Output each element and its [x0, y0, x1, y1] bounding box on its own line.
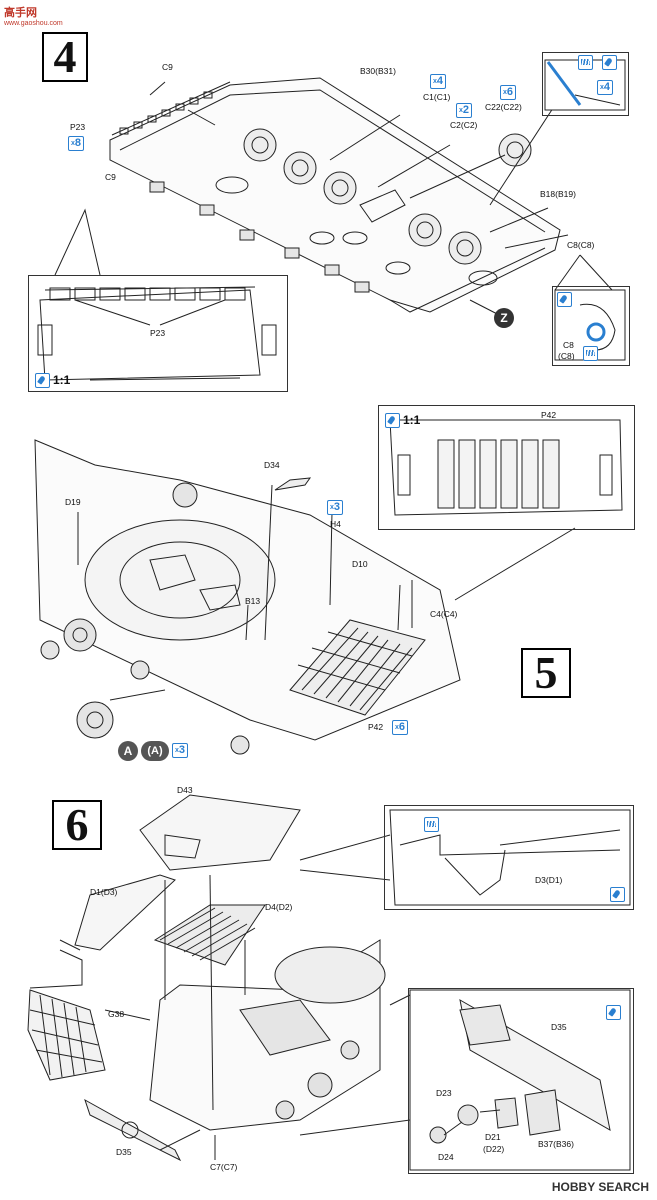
- part-label-d43: D43: [177, 785, 193, 795]
- part-label-g38: G38: [108, 1009, 125, 1019]
- site-watermark: 高手网 www.gaoshou.com: [4, 4, 63, 27]
- d3-detail-frame: [384, 805, 634, 910]
- part-label-p42: P42: [368, 722, 384, 732]
- part-label-d21: D21: [485, 1132, 501, 1142]
- qty-h4: x3: [327, 500, 344, 515]
- site-url: www.gaoshou.com: [4, 20, 63, 27]
- detail-scale-step4: 1:1: [53, 373, 71, 387]
- hull-rear-top-drawing: [34, 439, 461, 755]
- part-label-d35: D35: [116, 1147, 132, 1157]
- paint-icon: [35, 373, 50, 388]
- part-label-d35-detail: D35: [551, 1022, 567, 1032]
- part-label-d23: D23: [436, 1088, 452, 1098]
- glue-icon: [583, 346, 598, 361]
- glue-icon: [424, 817, 439, 832]
- part-label-b37: B37(B36): [538, 1139, 574, 1149]
- part-label-d19: D19: [65, 497, 81, 507]
- wheel-marker-a: A: [118, 741, 138, 761]
- part-label-c9-top: C9: [162, 62, 173, 72]
- part-label-h4: H4: [330, 519, 341, 529]
- paint-icon: [606, 1005, 621, 1020]
- part-label-c2: C2(C2): [450, 120, 478, 130]
- part-label-d3: D3(D1): [535, 875, 563, 885]
- part-label-c22: C22(C22): [485, 102, 522, 112]
- part-label-p23-detail: P23: [150, 328, 166, 338]
- part-label-b30: B30(B31): [360, 66, 396, 76]
- qty-wheel: x3: [172, 743, 189, 758]
- qty-c22: x6: [500, 85, 517, 100]
- part-label-c9-left: C9: [105, 172, 116, 182]
- part-label-d22: (D22): [483, 1144, 505, 1154]
- part-label-c8-detail: C8: [563, 340, 574, 350]
- step-4-number: 4: [42, 32, 88, 82]
- qty-p23: x8: [68, 136, 85, 151]
- qty-c1: x4: [430, 74, 447, 89]
- assembly-marker-z: Z: [494, 308, 514, 328]
- part-label-p42-detail: P42: [541, 410, 557, 420]
- rear-plate-detail-frame: [408, 988, 634, 1174]
- qty-p42: x6: [392, 720, 409, 735]
- rear-plate-detail-drawing: [299, 989, 631, 1171]
- c8-detail-drawing: [554, 289, 626, 361]
- hull-bottom-drawing: [54, 74, 613, 319]
- paint-icon: [610, 887, 625, 902]
- corner-detail-frame: [542, 52, 629, 116]
- qty-c2: x2: [456, 103, 473, 118]
- site-name: 高手网: [4, 7, 37, 19]
- part-label-d24: D24: [438, 1152, 454, 1162]
- c8-detail-frame: [552, 286, 630, 366]
- wheel-marker-a-alt: (A): [141, 741, 169, 761]
- p23-detail-drawing: [37, 286, 277, 381]
- step-5-number: 5: [521, 648, 571, 698]
- p23-detail-frame: [28, 275, 288, 392]
- p42-detail-frame: [378, 405, 635, 530]
- paint-icon: [602, 55, 617, 70]
- qty-corner: x4: [597, 80, 614, 95]
- part-label-d1: D1(D3): [90, 887, 118, 897]
- part-label-d4: D4(D2): [265, 902, 293, 912]
- step-6-number: 6: [52, 800, 102, 850]
- p42-detail-drawing: [389, 419, 623, 601]
- d3-detail-drawing: [299, 809, 631, 906]
- part-label-c1: C1(C1): [423, 92, 451, 102]
- part-label-c7: C7(C7): [210, 1162, 238, 1172]
- part-label-c8: C8(C8): [567, 240, 595, 250]
- paint-icon: [385, 413, 400, 428]
- part-label-c4: C4(C4): [430, 609, 458, 619]
- part-label-c8-detail-alt: (C8): [558, 351, 575, 361]
- part-label-b13: B13: [245, 596, 261, 606]
- detail-scale-step5: 1:1: [403, 413, 421, 427]
- part-label-d10: D10: [352, 559, 368, 569]
- part-label-p23: P23: [70, 122, 86, 132]
- part-label-b18: B18(B19): [540, 189, 576, 199]
- source-watermark: HOBBY SEARCH: [551, 1180, 649, 1194]
- corner-detail-drawing: [544, 59, 626, 111]
- part-label-d34: D34: [264, 460, 280, 470]
- hull-rear-bottom-drawing: [27, 794, 386, 1162]
- paint-icon: [557, 292, 572, 307]
- glue-icon: [578, 55, 593, 70]
